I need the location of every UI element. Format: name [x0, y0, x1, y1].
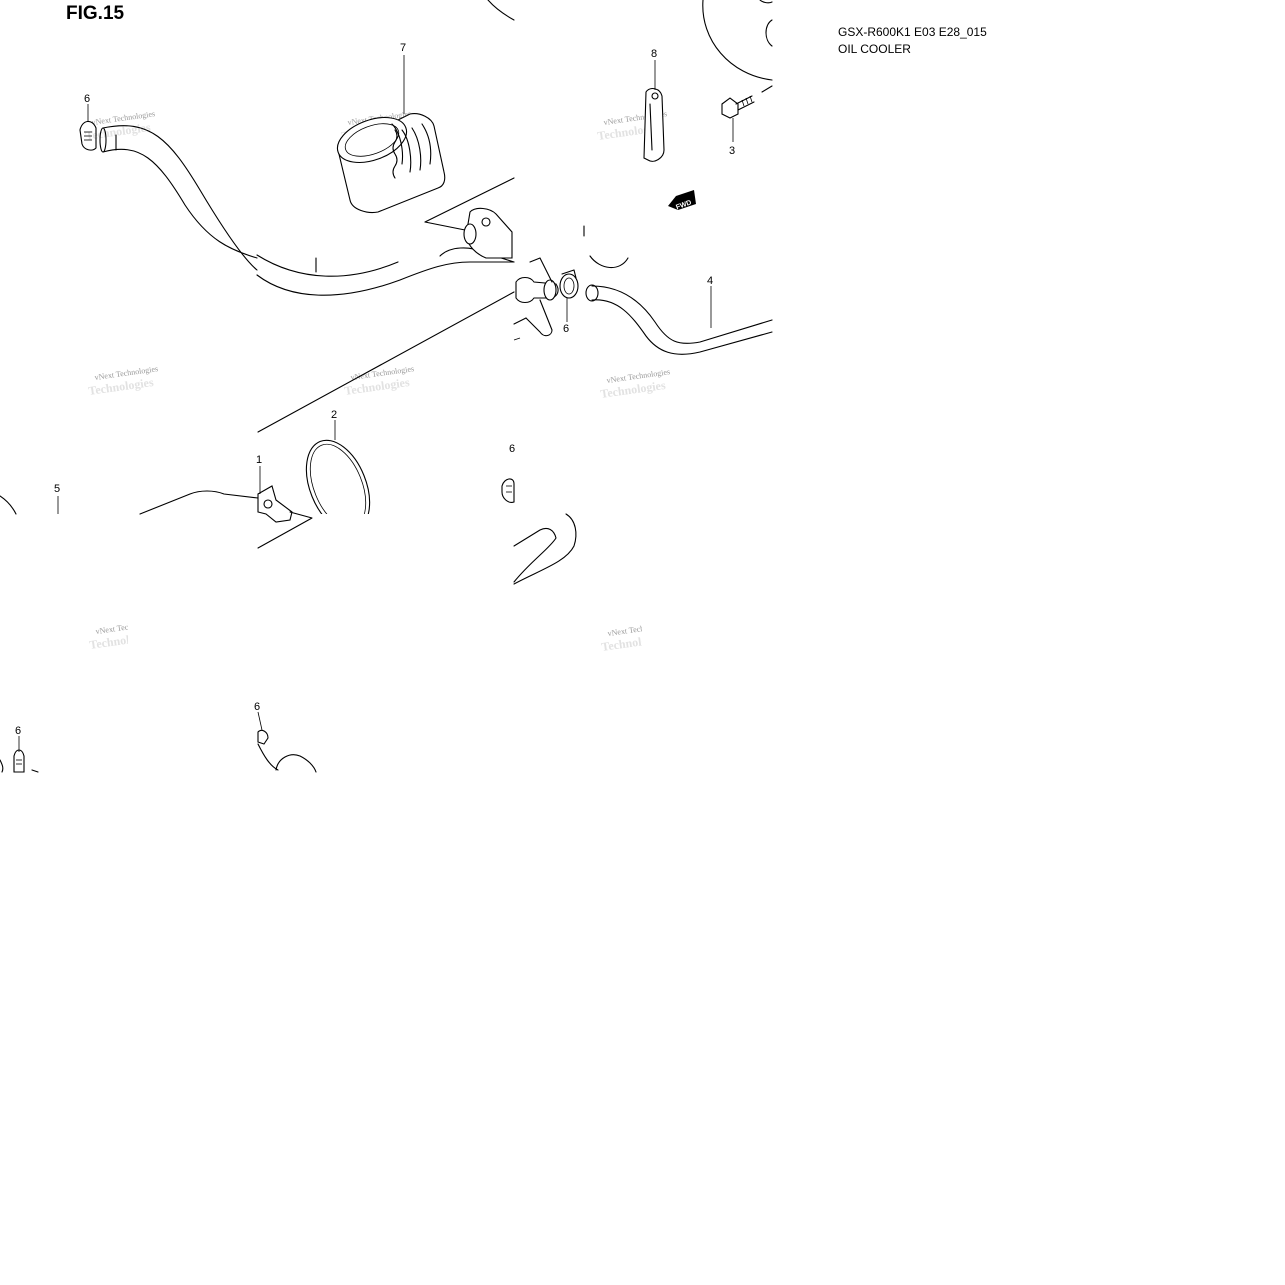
oil-hose-upper — [99, 125, 258, 271]
figure-title: FIG.15 — [66, 3, 125, 24]
tile-mask — [258, 514, 514, 770]
callout-6: 6 — [15, 725, 21, 737]
oil-filter — [336, 113, 446, 214]
callout-5: 5 — [54, 483, 60, 495]
part-1-flange — [257, 485, 313, 549]
oil-hose-right — [513, 513, 577, 585]
union-fitting — [463, 207, 513, 259]
callout-4: 4 — [707, 275, 713, 287]
callout-7: 7 — [400, 42, 406, 54]
clamp-6-topleft — [79, 120, 97, 151]
callout-6: 6 — [84, 93, 90, 105]
callout-6: 6 — [509, 443, 515, 455]
callout-8: 8 — [651, 48, 657, 60]
figure-name: OIL COOLER — [838, 42, 911, 56]
divider-line — [257, 291, 515, 433]
oil-hose-5 — [0, 490, 259, 515]
clamp-6-lowercenter — [257, 711, 317, 773]
model-code: GSX-R600K1 E03 E28_015 — [838, 25, 987, 39]
bolt-3 — [721, 85, 773, 119]
edge-curve — [487, 0, 515, 21]
union-bracket — [513, 257, 559, 341]
o-ring-2 — [305, 439, 371, 533]
callout-1: 1 — [256, 454, 262, 466]
oil-hose-4 — [583, 225, 773, 355]
callout-2: 2 — [331, 409, 337, 421]
clamp-6-right — [501, 478, 515, 503]
callout-3: 3 — [729, 145, 735, 157]
oil-cooler-hose-center — [256, 177, 515, 296]
clamp-6-center — [559, 269, 579, 299]
figure-info: GSX-R600K1 E03 E28_015 OIL COOLER — [838, 24, 987, 58]
fwd-marker: FWD — [668, 190, 696, 211]
clamp-6-lowerleft — [0, 749, 39, 773]
callout-6: 6 — [563, 323, 569, 335]
oil-cooler-body — [702, 0, 773, 81]
clip-8 — [643, 87, 665, 162]
callout-6: 6 — [254, 701, 260, 713]
